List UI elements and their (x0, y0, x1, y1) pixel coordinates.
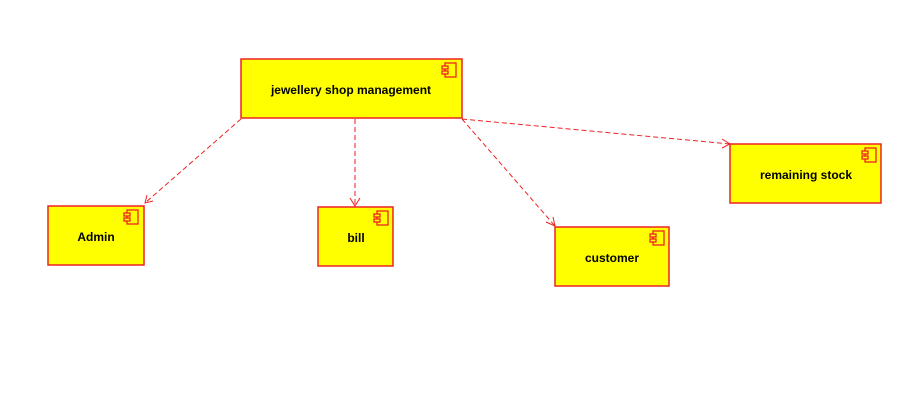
component-icon (373, 210, 389, 226)
component-label: jewellery shop management (270, 83, 431, 97)
component-label: remaining stock (760, 168, 852, 182)
dependency-main-to-stock (461, 118, 732, 149)
component-customer[interactable]: customer (554, 226, 670, 287)
dependency-main-to-customer (461, 118, 556, 227)
dependency-main-to-admin (144, 118, 242, 204)
component-icon (649, 230, 665, 246)
component-jewellery-shop-management[interactable]: jewellery shop management (240, 58, 463, 119)
dependency-main-to-bill (349, 119, 361, 207)
component-remaining-stock[interactable]: remaining stock (729, 143, 882, 204)
component-icon (441, 62, 457, 78)
component-label: customer (585, 251, 639, 265)
component-admin[interactable]: Admin (47, 205, 145, 266)
component-label: Admin (77, 230, 114, 244)
component-icon (123, 209, 139, 225)
component-icon (861, 147, 877, 163)
dependencies (144, 118, 732, 227)
component-label: bill (347, 231, 364, 245)
component-bill[interactable]: bill (317, 206, 394, 267)
